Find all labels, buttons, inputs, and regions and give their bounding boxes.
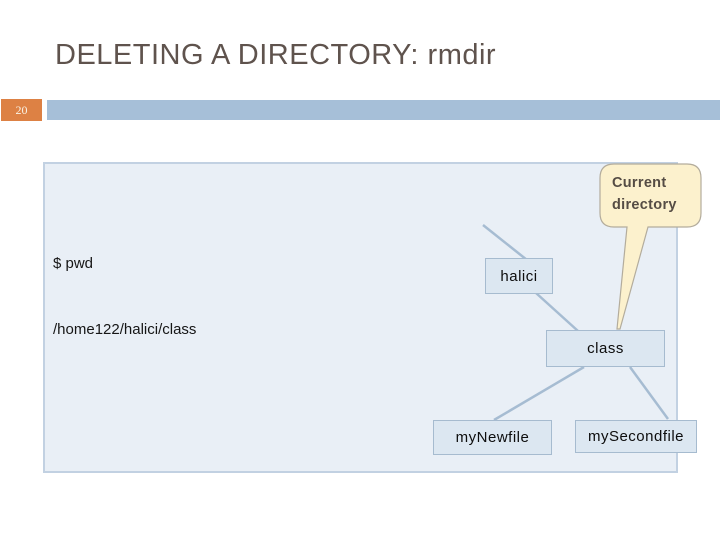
slide-title: DELETING A DIRECTORY: rmdir <box>55 39 497 71</box>
tree-node-mysecondfile: mySecondfile <box>575 420 697 453</box>
tree-node-halici: halici <box>485 258 553 294</box>
page-number: 20 <box>15 102 28 117</box>
terminal-text: $ pwd /home122/halici/class <box>53 209 196 385</box>
header-bar <box>47 100 720 120</box>
tree-node-class: class <box>546 330 665 367</box>
tree-node-label: halici <box>500 267 538 285</box>
pwd-output-line: /home122/halici/class <box>53 321 197 338</box>
callout-line-2: directory <box>612 197 677 213</box>
current-directory-callout-text: Current directory <box>612 172 698 216</box>
tree-node-label: class <box>587 340 624 357</box>
pwd-command-line: $ pwd <box>53 255 94 272</box>
page-number-badge: 20 <box>1 99 42 121</box>
tree-node-label: mySecondfile <box>587 428 685 445</box>
callout-line-1: Current <box>612 175 667 191</box>
tree-node-mynewfile: myNewfile <box>433 420 552 455</box>
tree-node-label: myNewfile <box>455 429 530 446</box>
